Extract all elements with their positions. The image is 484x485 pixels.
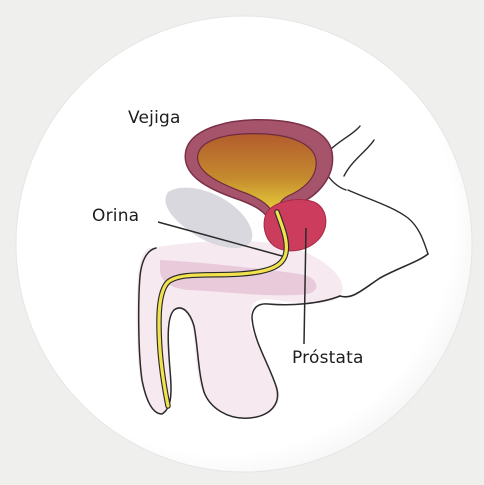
prostate-label: Próstata bbox=[292, 348, 364, 368]
bladder-label: Vejiga bbox=[128, 108, 181, 128]
urine-label: Orina bbox=[92, 206, 139, 226]
